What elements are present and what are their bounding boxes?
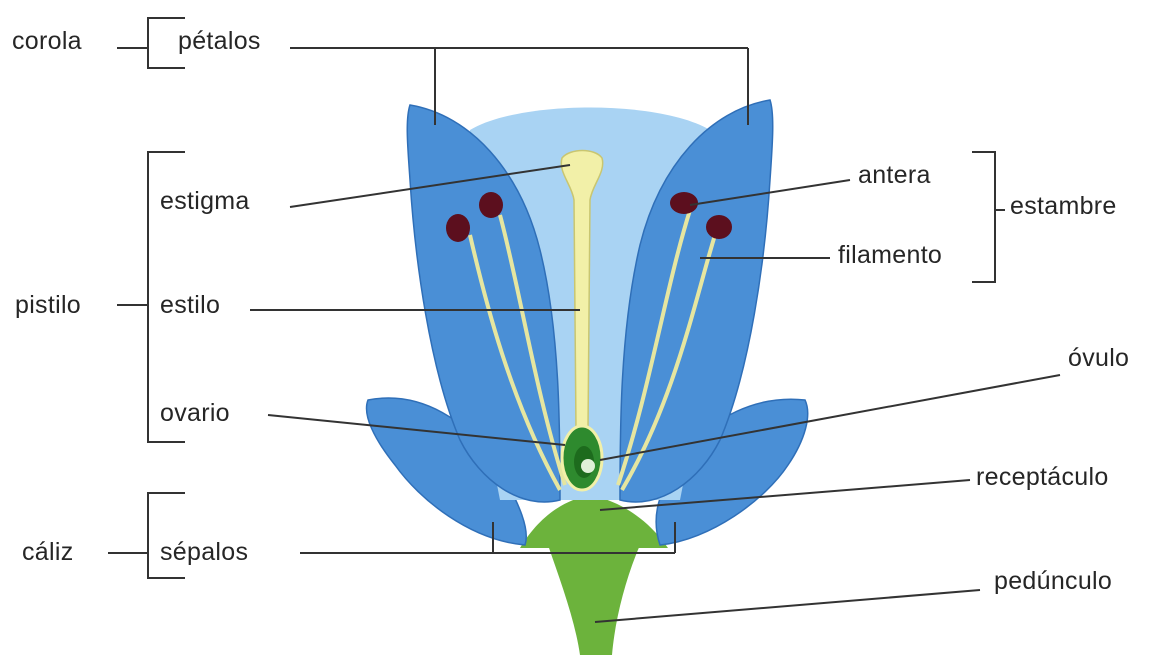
label-petalos: pétalos bbox=[178, 26, 261, 56]
receptacle-shape bbox=[520, 495, 668, 548]
label-estigma: estigma bbox=[160, 186, 250, 216]
label-filamento: filamento bbox=[838, 240, 942, 270]
peduncle-shape bbox=[548, 545, 640, 655]
label-ovario: ovario bbox=[160, 398, 230, 428]
label-ovulo: óvulo bbox=[1068, 343, 1129, 373]
label-estilo: estilo bbox=[160, 290, 220, 320]
label-caliz: cáliz bbox=[22, 537, 74, 567]
label-antera: antera bbox=[858, 160, 931, 190]
anther-right-2 bbox=[706, 215, 732, 239]
label-corola: corola bbox=[12, 26, 82, 56]
label-receptaculo: receptáculo bbox=[976, 462, 1109, 492]
ovule-shape bbox=[581, 459, 595, 473]
anther-right-1 bbox=[670, 192, 698, 214]
label-estambre: estambre bbox=[1010, 191, 1117, 221]
label-pistilo: pistilo bbox=[15, 290, 81, 320]
label-sepalos: sépalos bbox=[160, 537, 248, 567]
anther-left-2 bbox=[479, 192, 503, 218]
anther-left-1 bbox=[446, 214, 470, 242]
label-peduncolo: pedúnculo bbox=[994, 566, 1112, 596]
